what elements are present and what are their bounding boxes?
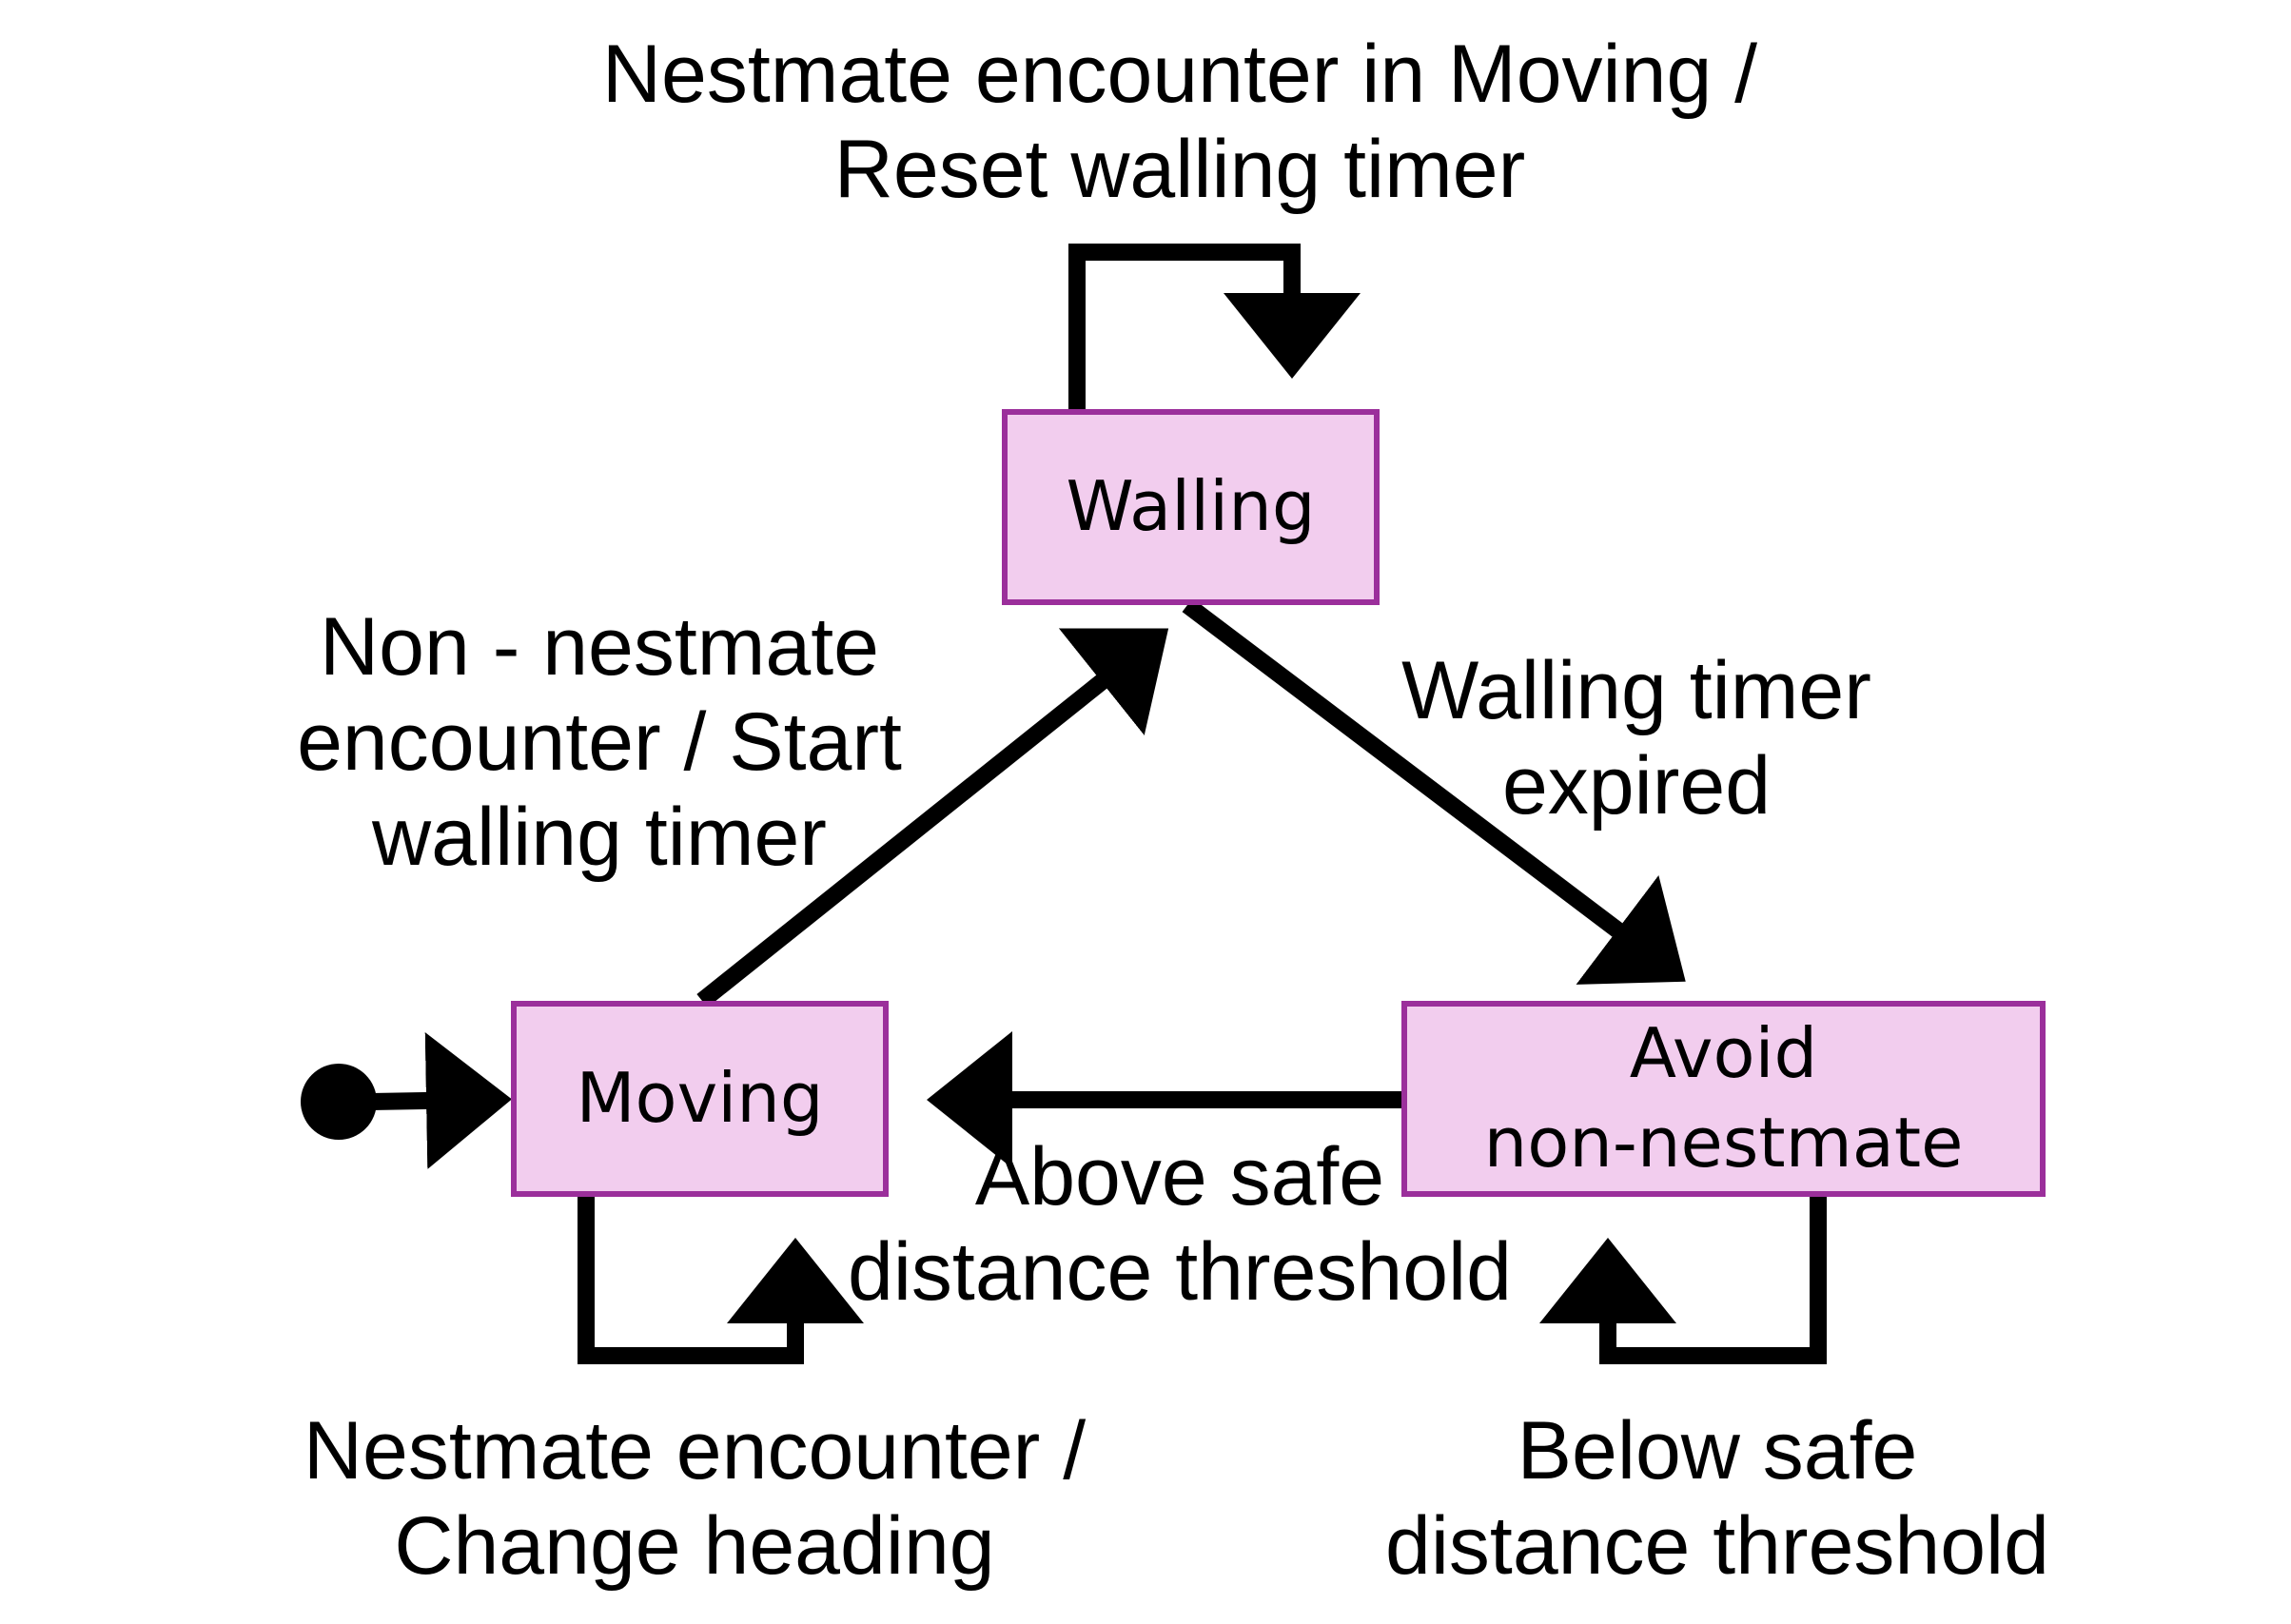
initial-state-dot xyxy=(301,1064,377,1140)
label-moving-to-walling: Non - nestmate encounter / Start walling… xyxy=(297,601,902,883)
walling-self-loop-arrow xyxy=(1068,244,1361,409)
initial-arrow xyxy=(370,1031,512,1169)
label-walling-to-avoid: Walling timer expired xyxy=(1401,645,1871,832)
state-avoid-non-nestmate: Avoid non-nestmate xyxy=(1401,1001,2046,1197)
label-avoid-self-loop: Below safe distance threshold xyxy=(1385,1405,2049,1592)
label-avoid-to-moving: Above safe distance threshold xyxy=(848,1131,1512,1318)
state-walling: Walling xyxy=(1002,409,1380,605)
label-walling-self-loop: Nestmate encounter in Moving / Reset wal… xyxy=(601,29,1758,215)
walling-to-avoid-arrow xyxy=(1182,597,1686,985)
moving-self-loop-arrow xyxy=(578,1194,864,1364)
state-walling-label: Walling xyxy=(1066,466,1316,547)
label-moving-self-loop: Nestmate encounter / Change heading xyxy=(303,1405,1087,1592)
state-moving: Moving xyxy=(511,1001,889,1197)
state-avoid-label-line-1: Avoid xyxy=(1629,1013,1818,1094)
avoid-self-loop-arrow xyxy=(1539,1194,1827,1364)
state-avoid-label-line-2: non-nestmate xyxy=(1483,1103,1964,1183)
moving-to-walling-arrow xyxy=(696,628,1169,1008)
state-moving-label: Moving xyxy=(576,1058,824,1139)
